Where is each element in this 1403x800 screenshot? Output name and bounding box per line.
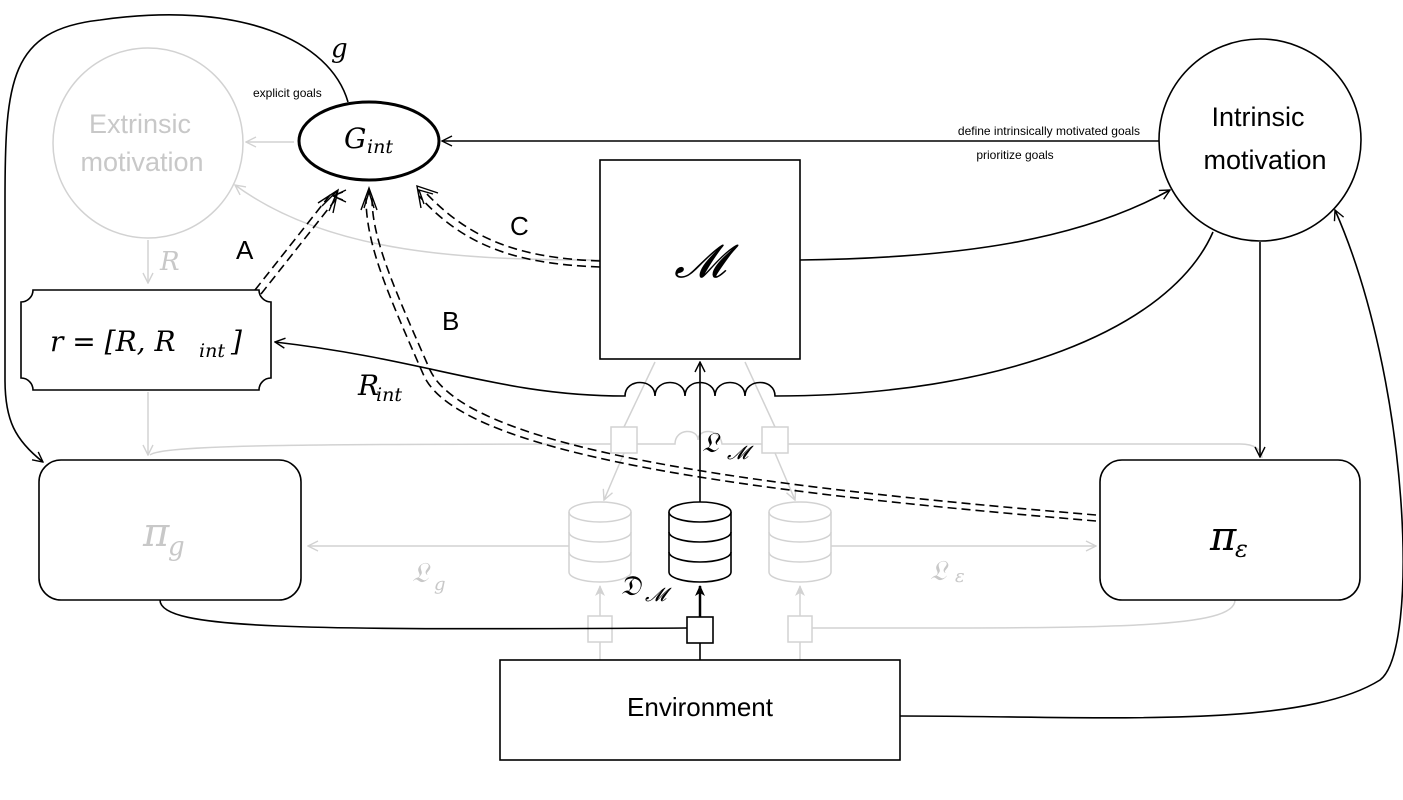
label-g: g — [331, 34, 348, 64]
edge-intrinsic-to-reward — [275, 231, 1214, 397]
label-L-g-base: 𝔏 — [412, 556, 431, 589]
junction-square-env-right — [787, 615, 813, 643]
edge-junction-right-to-db — [774, 452, 795, 500]
label-explicit-goals: explicit goals — [253, 86, 322, 100]
edge-gray-bus — [149, 430, 1263, 459]
g-int-sub: int — [367, 136, 393, 158]
intrinsic-line2: motivation — [1203, 145, 1326, 175]
active-layer — [4, 14, 1403, 761]
g-int-node — [297, 100, 441, 182]
label-L-g-sub: g — [434, 574, 446, 595]
pi-e-sub: ε — [1235, 535, 1248, 563]
label-prioritize-goals: prioritize goals — [976, 148, 1053, 162]
reward-vector-prefix: r = [R, R — [50, 325, 176, 358]
db-model — [668, 501, 732, 583]
pi-g-base: π — [142, 510, 170, 556]
intrinsic-line1: Intrinsic — [1211, 102, 1304, 132]
dashed-arrowheads — [317, 184, 439, 214]
edge-pie-gray-bottom — [811, 599, 1236, 629]
label-A: A — [236, 235, 254, 265]
edge-model-to-intrinsic — [799, 190, 1170, 261]
label-R: R — [159, 247, 180, 277]
edge-A-dashed — [254, 194, 337, 295]
label-L-M-sub: 𝓜 — [727, 442, 754, 464]
g-int-base: G — [344, 122, 366, 155]
label-D-M-sub: 𝓜 — [645, 584, 672, 606]
edge-junction-left-up — [623, 361, 656, 428]
intrinsic-motivation-node — [1158, 38, 1362, 242]
edge-C-dashed — [418, 191, 601, 268]
arrowhead-B — [360, 185, 378, 211]
active-labels: Intrinsic motivation G int r = [R, R int… — [50, 34, 1327, 722]
junction-square-left — [610, 426, 638, 454]
pi-e-base: π — [1209, 514, 1237, 560]
edge-gint-to-pig-goal — [4, 14, 349, 462]
junction-square-env-center — [686, 616, 714, 644]
extrinsic-motivation-node — [52, 47, 244, 239]
model-symbol: 𝓜 — [674, 234, 739, 288]
extrinsic-line1: Extrinsic — [89, 109, 191, 139]
extrinsic-line2: motivation — [80, 147, 203, 177]
reward-vector-suffix: ] — [230, 325, 242, 358]
pi-g-node — [38, 459, 302, 601]
pi-g-sub: g — [168, 532, 185, 562]
edge-junction-left-to-db — [604, 452, 625, 500]
arrowhead-C — [416, 184, 439, 209]
label-B: B — [442, 306, 459, 336]
label-L-e-base: 𝔏 — [930, 554, 949, 587]
reward-vector-sub: int — [199, 340, 225, 362]
edge-B-dashed — [365, 197, 1097, 522]
label-define-goals: define intrinsically motivated goals — [958, 124, 1140, 138]
db-gray-left — [568, 501, 632, 583]
pi-e-node — [1099, 459, 1361, 601]
arrowhead-A — [317, 188, 340, 214]
inactive-layer — [52, 47, 1263, 660]
environment-label: Environment — [627, 692, 774, 722]
junction-square-right — [761, 426, 789, 454]
label-C: C — [510, 211, 529, 241]
edge-pig-to-env — [159, 599, 688, 630]
edge-model-to-extrinsic — [235, 185, 601, 261]
label-L-M-base: 𝔏 — [702, 426, 721, 459]
reward-vector-node — [20, 289, 272, 391]
label-L-e-sub: ε — [955, 566, 965, 587]
label-R-int-base: R — [357, 369, 379, 402]
db-gray-right — [768, 501, 832, 583]
edge-junction-right-up — [744, 361, 776, 428]
label-R-int-sub: int — [376, 384, 402, 406]
label-D-M-base: 𝔇 — [620, 569, 643, 602]
inactive-labels: Extrinsic motivation R 𝔏 g 𝔏 ε — [80, 109, 964, 595]
edge-env-to-intrinsic — [899, 210, 1403, 719]
